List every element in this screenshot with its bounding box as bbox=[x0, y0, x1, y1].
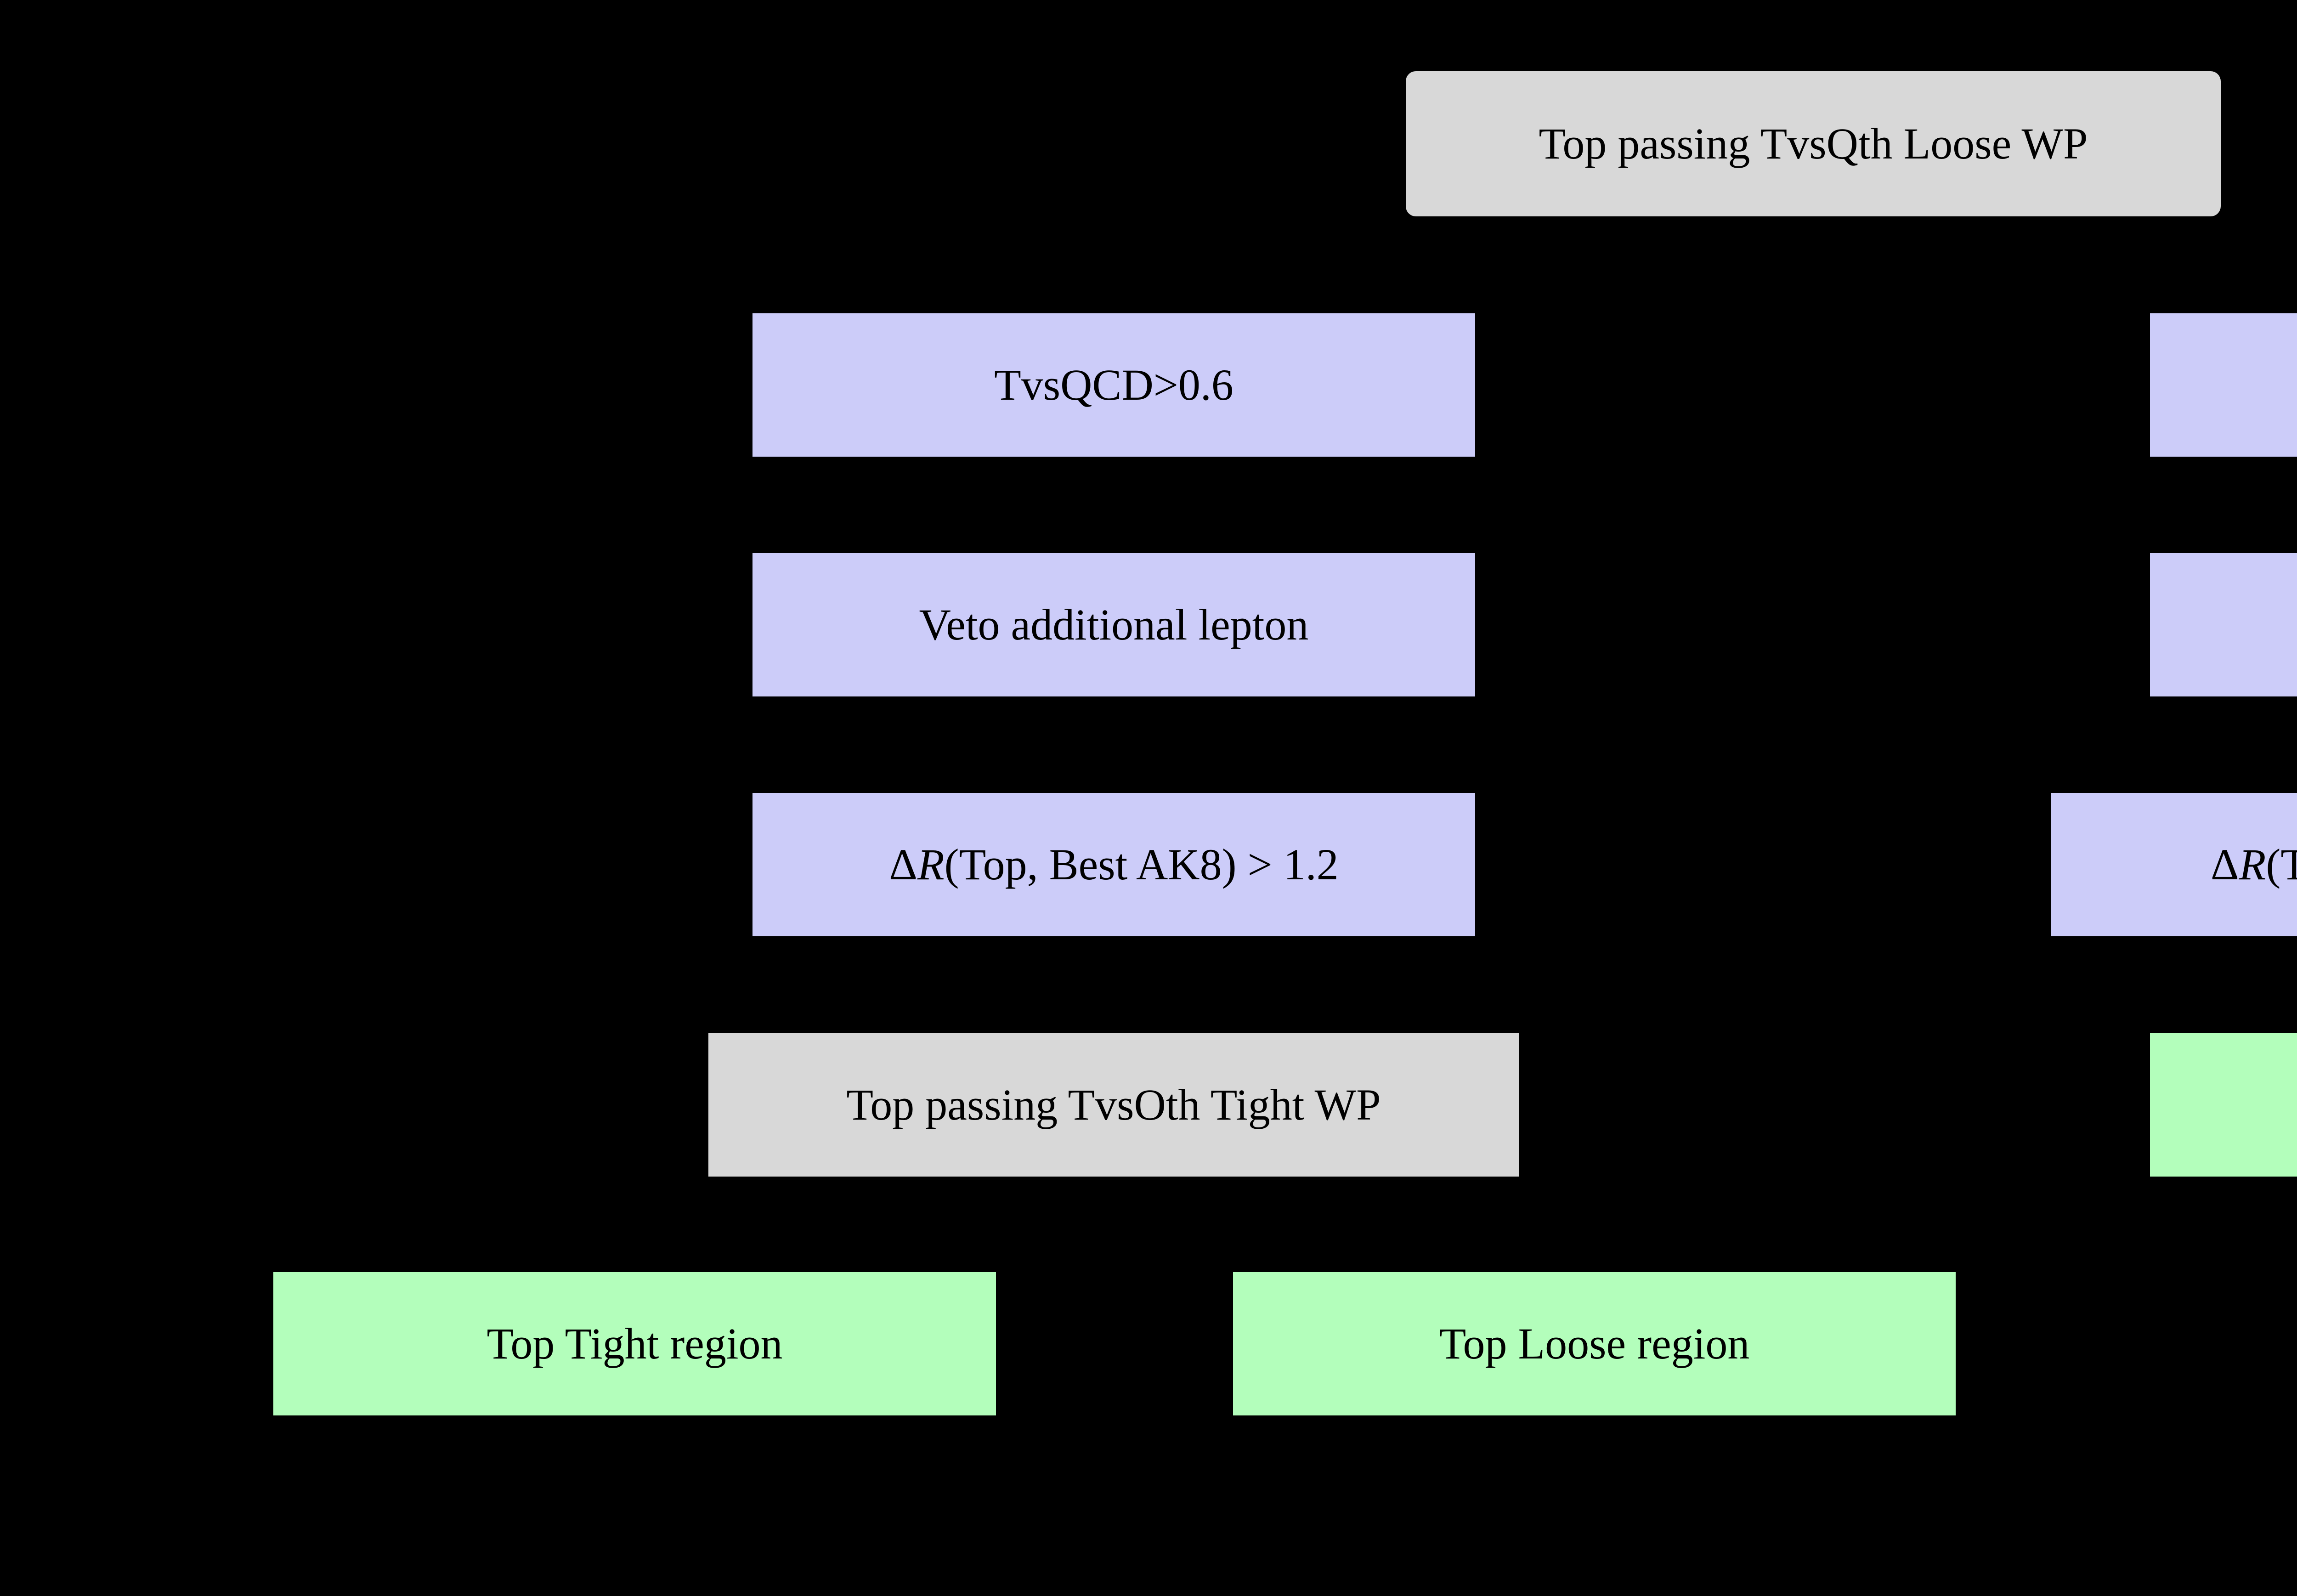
node-top-tight-region: Top Tight region bbox=[273, 1272, 996, 1415]
node-label-delta-r-tightlepton-best-ak8: ΔR(TightLepton, Best AK8) > 0.8 bbox=[2210, 839, 2297, 889]
node-label-top-tight-region: Top Tight region bbox=[487, 1319, 783, 1368]
node-label-top-passing-tvsoth-tight-wp: Top passing TvsOth Tight WP bbox=[846, 1080, 1381, 1129]
node-one-tight-lepton: One Tight lepton bbox=[2150, 313, 2297, 457]
node-label-tvsqcd-cut: TvsQCD>0.6 bbox=[994, 360, 1233, 409]
math-variable: R bbox=[2239, 839, 2266, 889]
node-label-top-loose-region: Top Loose region bbox=[1439, 1319, 1750, 1368]
node-top-passing-tvsqth-loose-wp: Top passing TvsQth Loose WP bbox=[1406, 71, 2221, 216]
math-variable: R bbox=[917, 839, 945, 889]
node-delta-r-top-best-ak8: ΔR(Top, Best AK8) > 1.2 bbox=[752, 793, 1475, 936]
node-label-veto-additional-lepton-left: Veto additional lepton bbox=[919, 600, 1309, 649]
node-tvsqcd-cut: TvsQCD>0.6 bbox=[752, 313, 1475, 457]
node-top-passing-tvsoth-tight-wp: Top passing TvsOth Tight WP bbox=[708, 1033, 1519, 1177]
node-veto-additional-lepton-right: Veto additional lepton bbox=[2150, 553, 2297, 696]
node-top-loose-region: Top Loose region bbox=[1233, 1272, 1956, 1415]
node-label-top-passing-tvsqth-loose-wp: Top passing TvsQth Loose WP bbox=[1539, 119, 2088, 168]
node-delta-r-tightlepton-best-ak8: ΔR(TightLepton, Best AK8) > 0.8 bbox=[2051, 793, 2297, 936]
node-label-delta-r-top-best-ak8: ΔR(Top, Best AK8) > 1.2 bbox=[889, 839, 1339, 889]
node-veto-additional-lepton-left: Veto additional lepton bbox=[752, 553, 1475, 696]
node-lept-region: LepT region bbox=[2150, 1033, 2297, 1177]
